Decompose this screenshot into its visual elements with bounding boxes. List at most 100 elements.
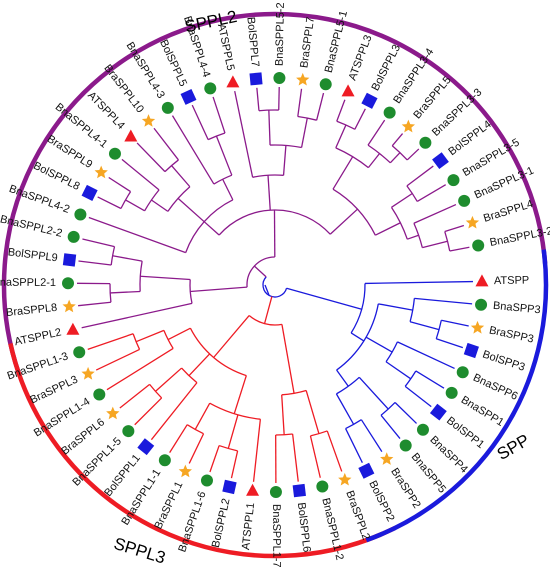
branch-85 bbox=[106, 347, 174, 391]
branch-16 bbox=[389, 152, 401, 164]
leaf-marker-atspp-triangle-icon bbox=[475, 274, 489, 287]
branch-129 bbox=[415, 370, 445, 389]
branch-90 bbox=[155, 367, 183, 392]
branch-7 bbox=[416, 184, 447, 202]
branch-2 bbox=[444, 224, 465, 233]
branch-32 bbox=[256, 87, 260, 111]
leaf-marker-bnasppl1-2-circle-icon bbox=[316, 480, 329, 493]
leaf-marker-bnasppl4-2-circle-icon bbox=[74, 208, 87, 221]
leaf-marker-bnaspp4-circle-icon bbox=[416, 423, 429, 436]
branch-141 bbox=[365, 336, 393, 353]
leaf-marker-bolsppl8-square-icon bbox=[81, 184, 98, 201]
branch-14 bbox=[391, 133, 404, 147]
branch-13 bbox=[406, 148, 420, 161]
leaf-marker-bnaspp1-circle-icon bbox=[445, 386, 458, 399]
branch-arc-146 bbox=[262, 276, 288, 298]
leaf-marker-brasppl9-star-icon bbox=[94, 165, 108, 179]
branch-52 bbox=[121, 158, 160, 191]
leaf-label-bolsppl7: BolSPPL7 bbox=[244, 16, 261, 67]
branch-125 bbox=[335, 393, 355, 425]
branch-76 bbox=[81, 302, 193, 329]
branch-84 bbox=[135, 329, 165, 343]
branch-70 bbox=[78, 301, 111, 307]
leaf-marker-bnasppl2-1-circle-icon bbox=[62, 277, 75, 290]
branch-147 bbox=[253, 265, 267, 278]
branch-63 bbox=[267, 175, 271, 211]
branch-23 bbox=[335, 124, 347, 149]
leaf-marker-bnasppl4-1-circle-icon bbox=[108, 147, 121, 160]
leaf-label-atsppl3: ATSPPL3 bbox=[347, 33, 375, 82]
leaf-marker-bnasppl4-3-circle-icon bbox=[161, 101, 174, 114]
leaf-marker-bnasppl4-4-circle-icon bbox=[204, 82, 217, 95]
leaf-marker-bnasppl1-5-circle-icon bbox=[122, 425, 135, 438]
leaf-marker-bolsppl3-square-icon bbox=[361, 92, 378, 109]
leaf-marker-bnasppl2-2-circle-icon bbox=[67, 230, 80, 243]
leaf-marker-brasppl1-star-icon bbox=[178, 464, 192, 478]
branch-126 bbox=[358, 376, 389, 410]
branch-10 bbox=[407, 234, 419, 240]
leaf-label-brasppl7: BraSPPL7 bbox=[298, 16, 317, 69]
branch-122 bbox=[380, 414, 401, 439]
leaf-marker-bnasppl3-1-circle-icon bbox=[458, 194, 471, 207]
leaf-label-bnaspp3: BnaSPP3 bbox=[492, 300, 541, 317]
branch-62 bbox=[329, 208, 358, 235]
leaf-marker-bnasppl1-7-circle-icon bbox=[269, 485, 282, 498]
leaf-marker-bnasppl5-1-circle-icon bbox=[319, 78, 332, 91]
branch-50 bbox=[97, 196, 122, 210]
leaf-marker-bnasppl1-4-circle-icon bbox=[93, 388, 106, 401]
leaf-label-bolsppl6: BolSPPL6 bbox=[295, 502, 313, 553]
branch-35 bbox=[268, 110, 271, 146]
leaf-label-bolsppl8: BolSPPL8 bbox=[31, 160, 81, 193]
leaf-marker-bnaspp6-circle-icon bbox=[456, 366, 469, 379]
branch-47 bbox=[136, 142, 166, 173]
tree-branches bbox=[77, 87, 473, 484]
branch-44 bbox=[171, 115, 215, 185]
leaf-marker-bnaspp3-circle-icon bbox=[475, 298, 488, 311]
branch-103 bbox=[167, 327, 191, 341]
leaf-label-atsppl1: ATSPPL1 bbox=[240, 502, 257, 551]
leaf-label-bolspp1: BolSPP1 bbox=[444, 415, 486, 452]
branch-99 bbox=[194, 402, 211, 430]
branch-110 bbox=[309, 435, 321, 478]
clade-arc-spp bbox=[365, 249, 549, 543]
leaf-label-brasppl8: BraSPPL8 bbox=[5, 302, 57, 319]
branch-59 bbox=[177, 197, 205, 223]
leaf-label-bolsppl3: BolSPPL3 bbox=[370, 43, 404, 93]
leaf-marker-braspp3-star-icon bbox=[470, 320, 485, 334]
leaf-label-bolsppl2: BolSPPL2 bbox=[210, 497, 233, 549]
branch-142 bbox=[378, 303, 413, 311]
branch-25 bbox=[375, 222, 401, 236]
branch-41 bbox=[191, 104, 209, 140]
branch-17 bbox=[367, 119, 386, 146]
branch-81 bbox=[87, 333, 134, 350]
branch-79 bbox=[190, 286, 248, 293]
leaf-label-bnaspp1: BnaSPP1 bbox=[459, 394, 506, 429]
leaf-marker-bolsppl1-square-icon bbox=[137, 438, 155, 456]
branch-96 bbox=[209, 445, 220, 473]
leaf-marker-bnasppl5-2-circle-icon bbox=[273, 72, 286, 85]
leaf-marker-bnasppl1-1-circle-icon bbox=[158, 454, 171, 467]
branch-149 bbox=[286, 287, 362, 310]
branch-arc-61 bbox=[218, 209, 331, 236]
leaf-label-brasppl4: BraSPPL4 bbox=[482, 198, 535, 225]
leaf-marker-atsppl1-triangle-icon bbox=[246, 483, 260, 496]
leaf-marker-brasppl2-star-icon bbox=[338, 472, 352, 486]
branch-91 bbox=[150, 382, 198, 441]
clade-label-sppl3: SPPL3 bbox=[112, 534, 168, 568]
leaf-label-bolspp2: BolSPP2 bbox=[366, 479, 396, 524]
branch-135 bbox=[441, 319, 469, 327]
leaf-label-brasppl3: BraSPPL3 bbox=[28, 374, 80, 407]
branch-49 bbox=[108, 176, 131, 193]
leaf-marker-bolsppl6-square-icon bbox=[292, 483, 306, 498]
branch-105 bbox=[233, 375, 247, 414]
leaf-label-braspp2: BraSPP2 bbox=[388, 466, 423, 511]
leaf-marker-atsppl2-triangle-icon bbox=[66, 322, 80, 335]
leaf-marker-bolsppl9-square-icon bbox=[62, 253, 77, 267]
leaf-marker-brasppl7-star-icon bbox=[296, 72, 310, 86]
branch-53 bbox=[125, 199, 145, 212]
branch-5 bbox=[413, 203, 457, 224]
branch-75 bbox=[140, 275, 191, 281]
clade-arcs bbox=[1, 11, 549, 559]
branch-140 bbox=[336, 369, 349, 387]
